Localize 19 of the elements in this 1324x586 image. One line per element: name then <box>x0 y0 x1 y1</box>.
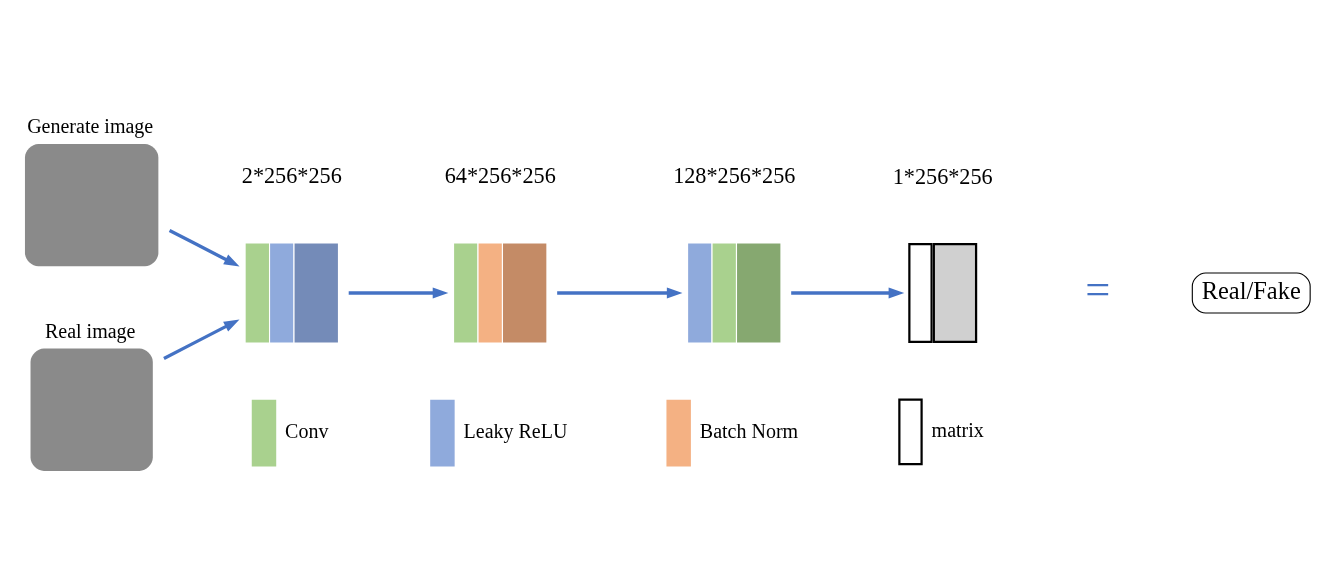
label: 128*256*256 <box>673 162 796 188</box>
node-label: Generate image <box>27 115 154 138</box>
arrow <box>163 319 240 360</box>
legend-label: matrix <box>931 418 984 441</box>
node-box <box>30 348 153 471</box>
label: = <box>1085 264 1111 315</box>
label: 64*256*256 <box>444 162 556 188</box>
label: 2*256*256 <box>241 162 342 188</box>
arrow <box>557 287 683 299</box>
arrow <box>348 287 449 299</box>
legend-label: Conv <box>285 419 329 442</box>
arrow <box>791 287 905 299</box>
node-label: Real image <box>44 319 136 342</box>
arrow <box>168 228 240 267</box>
legend-label: Batch Norm <box>699 419 799 442</box>
legend-label: Leaky ReLU <box>463 419 568 442</box>
node-box: Real/Fake <box>1191 272 1311 314</box>
node-box <box>24 144 159 267</box>
label: 1*256*256 <box>892 164 993 190</box>
